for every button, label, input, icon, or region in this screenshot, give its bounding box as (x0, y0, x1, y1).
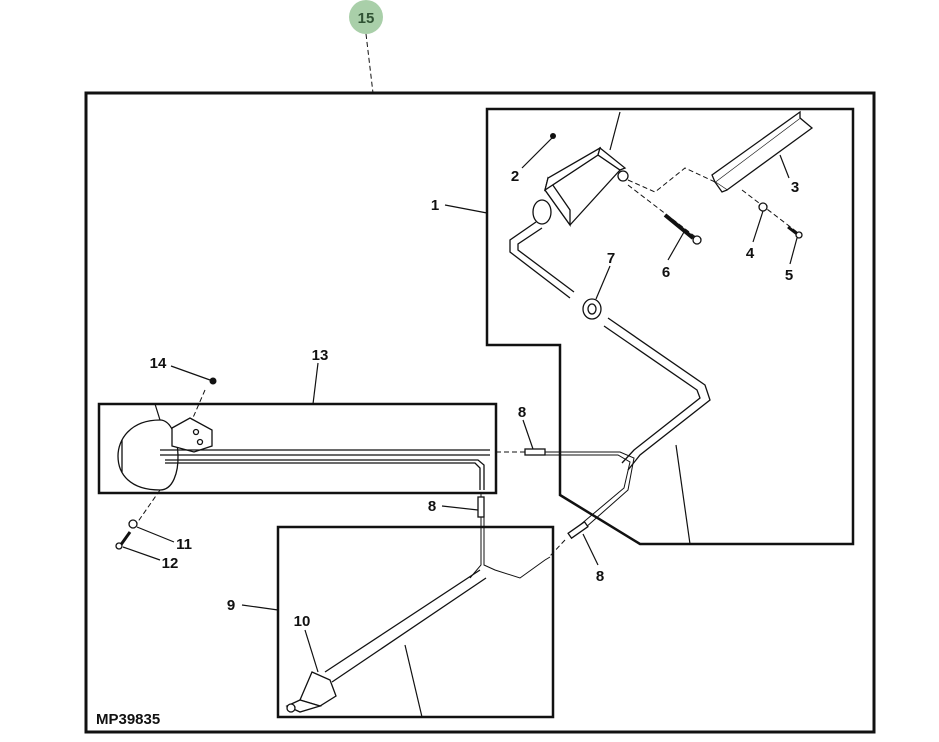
callout-5: 5 (785, 267, 793, 284)
fuel-gauge-part (117, 417, 490, 491)
callout-4: 4 (746, 245, 755, 262)
callout-3: 3 (791, 179, 799, 196)
harness-tube (607, 317, 711, 471)
fuel-gauge-group-frame (97, 402, 498, 495)
callout-8: 8 (428, 498, 436, 515)
callout-10: 10 (294, 613, 311, 630)
callout-6: 6 (662, 264, 670, 281)
outer-frame (84, 91, 876, 734)
callout-11: 11 (176, 536, 192, 553)
callout-8: 8 (518, 404, 526, 421)
connector-part-2 (477, 496, 485, 518)
badge-label: 15 (358, 10, 375, 27)
switch-cable (509, 221, 571, 299)
nut-part (550, 133, 556, 139)
screw-head-part (209, 377, 217, 385)
washer-part (758, 202, 768, 212)
callout-8: 8 (596, 568, 604, 585)
badge-circle (349, 0, 383, 34)
callout-12: 12 (162, 555, 179, 572)
sensor-group-frame (276, 525, 555, 719)
screw-part (663, 213, 702, 245)
switch-group-frame (485, 107, 855, 546)
callout-13: 13 (312, 347, 329, 364)
figure-code: MP39835 (96, 711, 160, 728)
screw-small-part (787, 225, 803, 239)
lock-washer-part (128, 519, 138, 529)
callout-7: 7 (607, 250, 615, 267)
sensor-part (285, 569, 487, 713)
connector-part-3 (567, 520, 589, 540)
callout-14: 14 (150, 355, 167, 372)
assembly-badge[interactable]: 15 (349, 0, 383, 34)
mount-screw-part (115, 531, 132, 550)
callout-1: 1 (431, 197, 439, 214)
callout-2: 2 (511, 168, 519, 185)
guard-part (711, 110, 814, 193)
grommet-part (582, 298, 602, 320)
switch-part (532, 111, 629, 228)
callout-9: 9 (227, 597, 235, 614)
badge-leader (365, 33, 374, 94)
connector-part (524, 448, 546, 456)
